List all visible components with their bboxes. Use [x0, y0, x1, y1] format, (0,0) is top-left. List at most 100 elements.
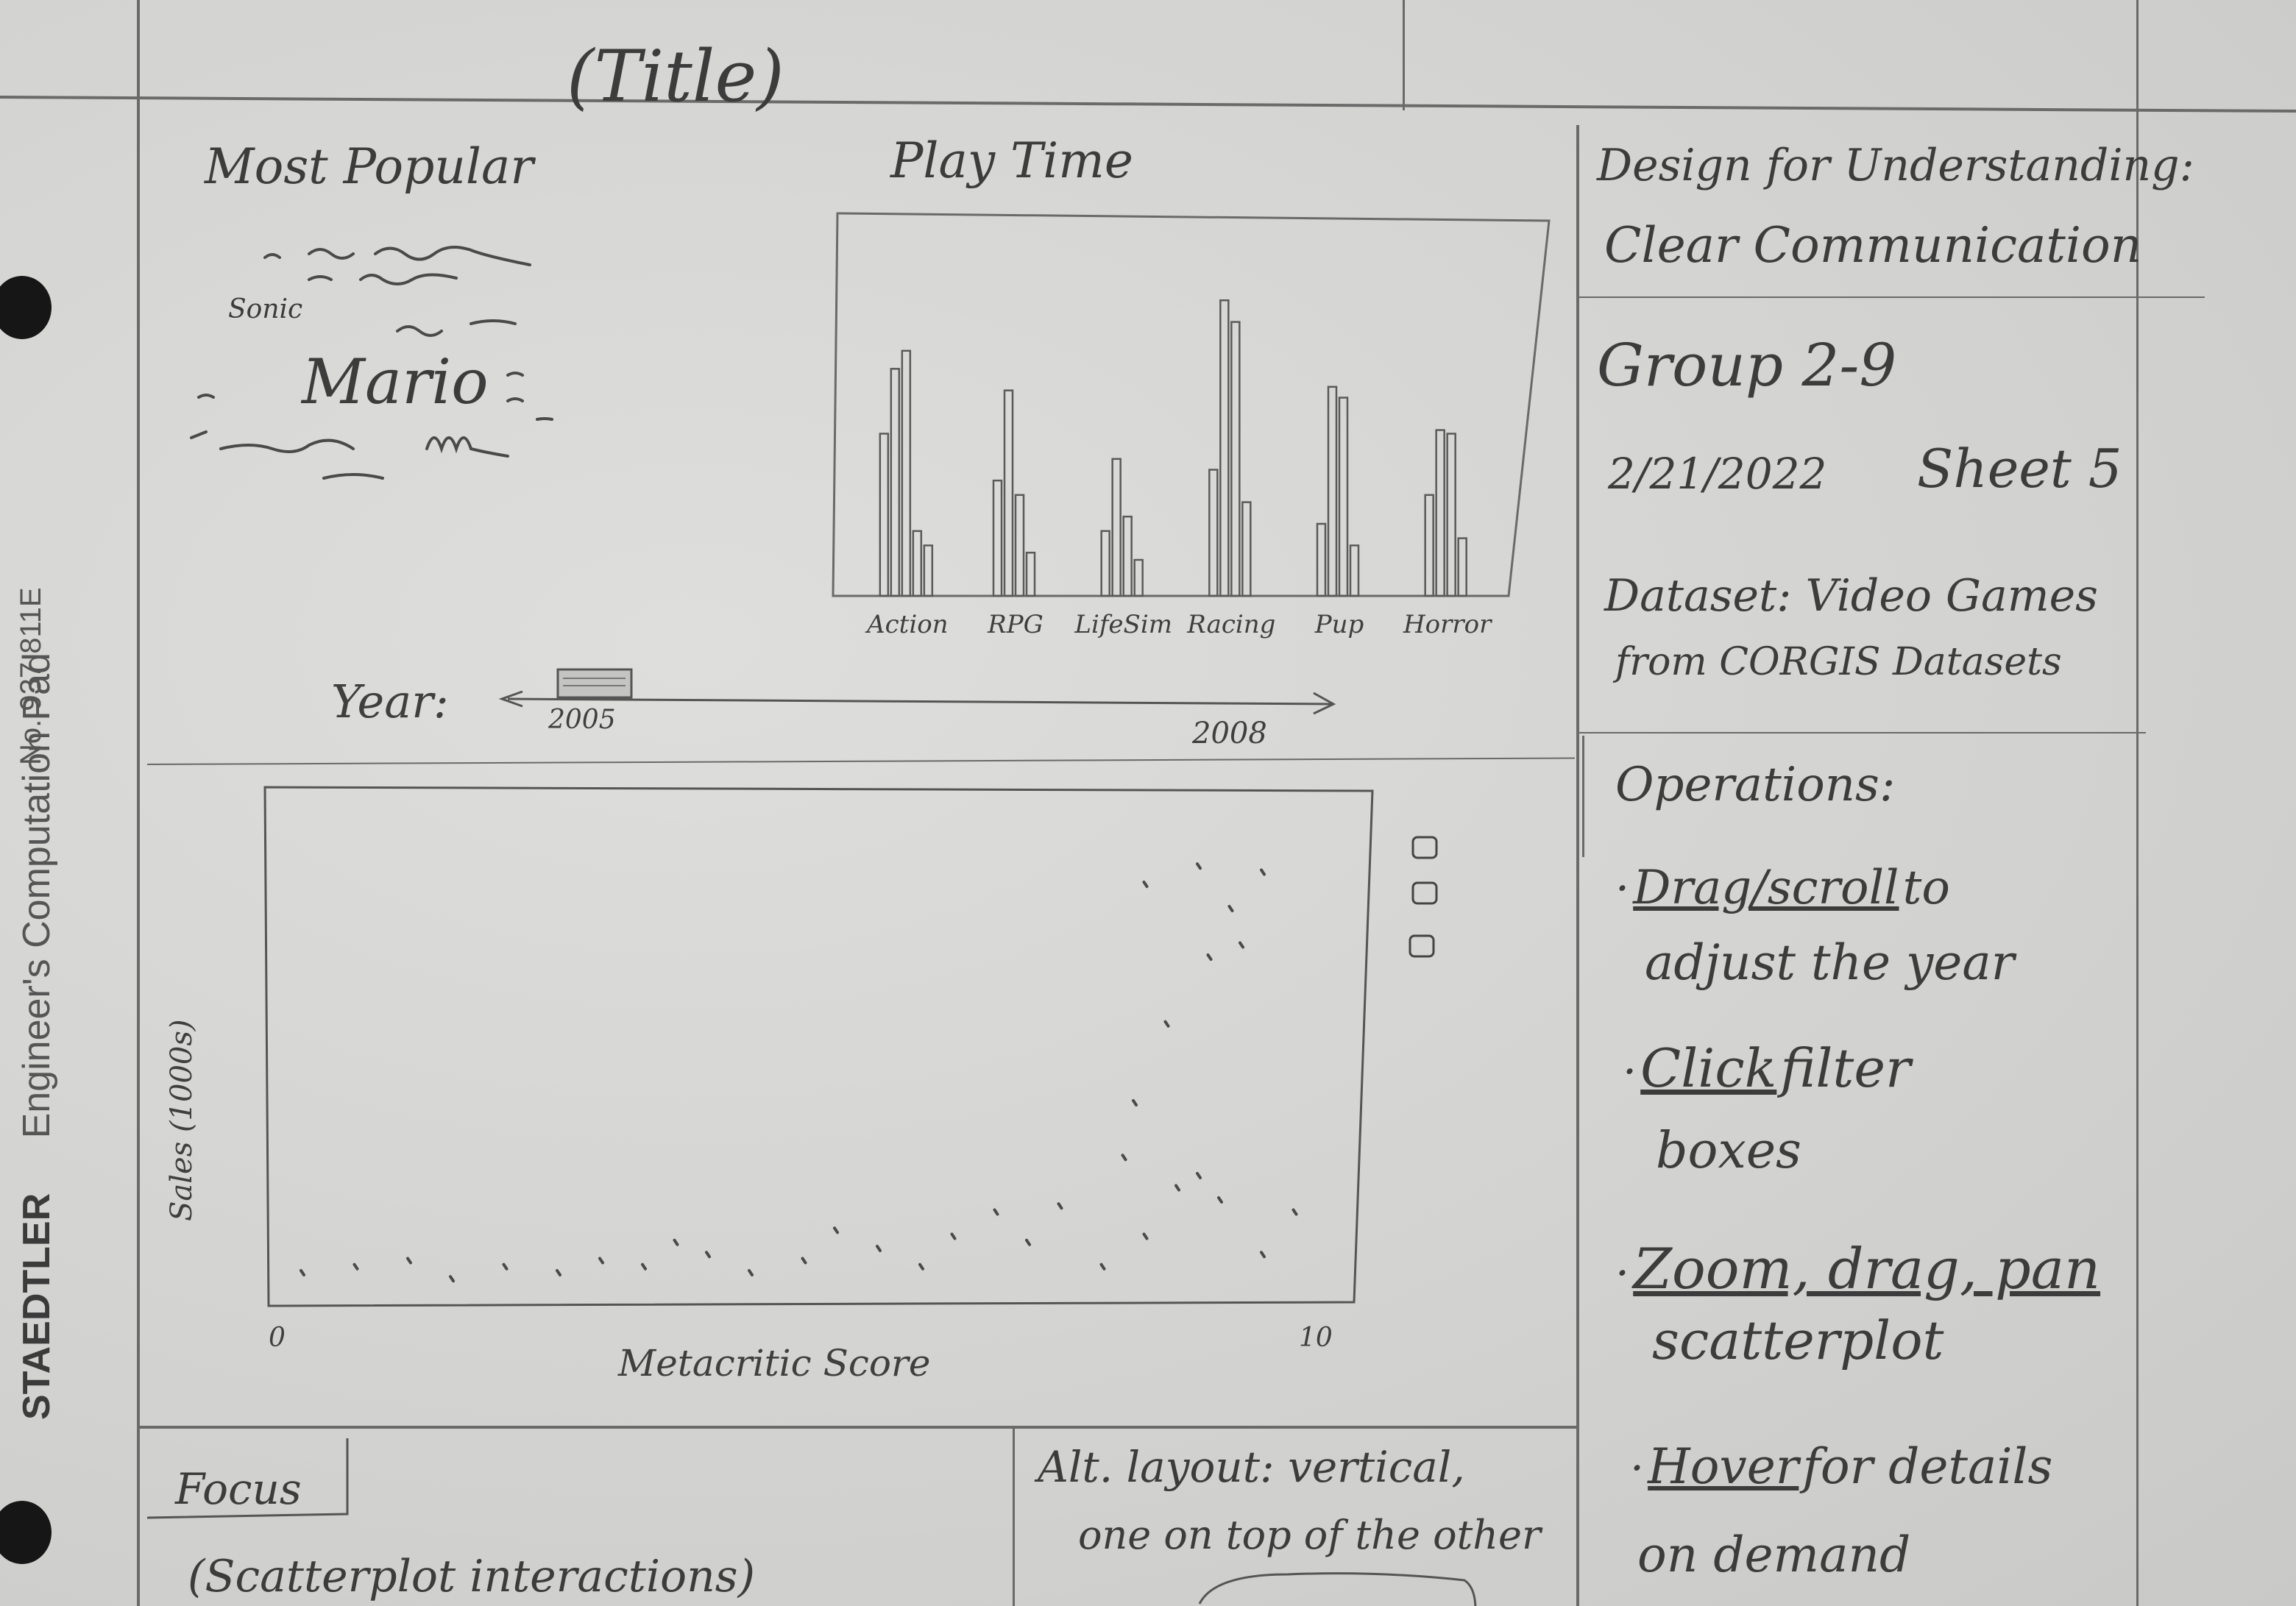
scatter-point[interactable] — [1142, 1232, 1149, 1240]
scatter-point[interactable] — [352, 1262, 359, 1271]
op-line2-1: adjust the year — [1645, 934, 2015, 991]
playtime-bar-action-1[interactable] — [879, 433, 890, 597]
scatter-point[interactable] — [1025, 1238, 1031, 1246]
scatter-point[interactable] — [950, 1232, 957, 1240]
scatter-point[interactable] — [1239, 941, 1244, 949]
year-track — [507, 697, 1333, 706]
scatter-point[interactable] — [641, 1262, 647, 1271]
playtime-bar-racing-1[interactable] — [1208, 469, 1219, 597]
playtime-bar-pup-1[interactable] — [1316, 522, 1327, 597]
alt-layout-note-1: Alt. layout: vertical, — [1038, 1442, 1465, 1492]
playtime-bar-pup-2[interactable] — [1327, 385, 1338, 597]
playtime-category-horror: Horror — [1403, 610, 1492, 639]
year-slider[interactable]: Year: 2005 2008 — [324, 647, 1354, 750]
sidebar-heading-1: Design for Understanding: — [1597, 140, 2194, 191]
scatter-point[interactable] — [1217, 1196, 1223, 1204]
playtime-bar-action-3[interactable] — [901, 349, 912, 597]
scatter-point[interactable] — [1121, 1154, 1127, 1162]
playtime-category-pup: Pup — [1314, 610, 1364, 639]
scatter-point[interactable] — [1163, 1020, 1170, 1028]
filter-box-3[interactable] — [1409, 934, 1435, 958]
playtime-bar-lifesim-3[interactable] — [1122, 515, 1133, 597]
scatter-point[interactable] — [918, 1262, 924, 1271]
scatter-point[interactable] — [598, 1257, 604, 1265]
scatter-y-label: Sales (1000s) — [165, 1020, 199, 1222]
playtime-bar-action-5[interactable] — [923, 544, 934, 597]
scatter-point[interactable] — [673, 1238, 679, 1246]
playtime-bar-horror-1[interactable] — [1424, 494, 1434, 597]
scatter-point[interactable] — [556, 1269, 561, 1276]
year-end: 2008 — [1191, 717, 1267, 750]
alt-layout-sketch — [1198, 1572, 1477, 1606]
scatter-point[interactable] — [1260, 868, 1266, 876]
playtime-bar-rpg-4[interactable] — [1025, 551, 1036, 597]
scatter-point[interactable] — [1196, 862, 1202, 870]
scatter-point[interactable] — [1227, 905, 1234, 912]
filter-box-1[interactable] — [1411, 836, 1438, 859]
popular-heading: Most Popular — [205, 138, 534, 195]
dataset-line-1: Dataset: Video Games — [1604, 570, 2098, 622]
playtime-heading: Play Time — [890, 132, 1133, 189]
playtime-bar-horror-4[interactable] — [1457, 537, 1467, 597]
scatter-point[interactable] — [1057, 1202, 1063, 1210]
op-item-4: · Hover for details — [1630, 1438, 2052, 1495]
playtime-bar-pup-4[interactable] — [1349, 544, 1360, 597]
scatter-point[interactable] — [406, 1257, 412, 1265]
scatter-x-min: 0 — [269, 1323, 286, 1353]
focus-note: (Scatterplot interactions) — [188, 1551, 755, 1602]
playtime-bar-racing-4[interactable] — [1241, 501, 1252, 597]
op-rest-4: for details — [1802, 1438, 2053, 1495]
binder-hole-top — [0, 276, 52, 339]
scatter-point[interactable] — [1206, 953, 1213, 961]
scatter-point[interactable] — [993, 1208, 999, 1216]
playtime-bar-action-2[interactable] — [890, 368, 901, 597]
year-start: 2005 — [548, 705, 616, 735]
playtime-bar-pup-3[interactable] — [1338, 397, 1349, 597]
playtime-bar-lifesim-1[interactable] — [1100, 530, 1110, 597]
dataset-line-2: from CORGIS Datasets — [1615, 640, 2062, 684]
scatter-point[interactable] — [502, 1262, 509, 1271]
op-action-4: Hover — [1648, 1438, 1799, 1495]
filter-box-2[interactable] — [1411, 881, 1438, 905]
scatter-point[interactable] — [705, 1251, 711, 1259]
catalog-number: No. 937 811E — [15, 587, 47, 765]
op-bullet-2: · — [1623, 1046, 1637, 1098]
scatter-x-label: Metacritic Score — [617, 1342, 930, 1385]
scatter-point[interactable] — [801, 1257, 807, 1265]
scatter-point[interactable] — [1099, 1262, 1106, 1271]
playtime-bar-rpg-1[interactable] — [992, 479, 1003, 597]
scatter-point[interactable] — [1132, 1099, 1138, 1106]
focus-box — [147, 1438, 349, 1519]
playtime-bar-rpg-2[interactable] — [1003, 389, 1014, 597]
playtime-bar-lifesim-4[interactable] — [1133, 558, 1144, 597]
op-line2-3: scatterplot — [1652, 1310, 1944, 1371]
op-item-2: · Click filter — [1623, 1037, 1910, 1099]
playtime-bar-lifesim-2[interactable] — [1111, 458, 1122, 597]
header-tick-2 — [2136, 0, 2139, 110]
playtime-bar-action-4[interactable] — [912, 530, 923, 597]
scatter-point[interactable] — [1142, 881, 1149, 888]
scatter-point[interactable] — [1174, 1184, 1180, 1192]
focus-label: Focus — [175, 1464, 302, 1514]
sales-scatterplot[interactable]: Sales (1000s) 0 10 Metacritic Score — [162, 765, 1560, 1413]
year-slider-handle[interactable] — [556, 668, 633, 699]
playtime-bar-racing-2[interactable] — [1219, 299, 1230, 597]
scatter-point[interactable] — [1196, 1172, 1202, 1179]
scatter-point[interactable] — [1292, 1208, 1298, 1216]
playtime-bar-horror-3[interactable] — [1446, 433, 1456, 597]
scatter-point[interactable] — [449, 1275, 455, 1283]
year-arrow-left-icon[interactable] — [498, 690, 523, 708]
scatter-point[interactable] — [1260, 1251, 1266, 1259]
playtime-bar-rpg-3[interactable] — [1014, 494, 1025, 597]
scatter-point[interactable] — [748, 1269, 754, 1276]
playtime-bar-horror-2[interactable] — [1435, 429, 1445, 597]
playtime-bar-racing-3[interactable] — [1230, 321, 1241, 597]
year-label: Year: — [331, 675, 449, 728]
scatter-point[interactable] — [833, 1226, 839, 1234]
op-item-1: · Drag/scroll to — [1615, 861, 1950, 915]
operations-heading: Operations: — [1615, 758, 1896, 812]
scatter-point[interactable] — [876, 1245, 882, 1252]
year-arrow-right-icon[interactable] — [1313, 692, 1336, 715]
scatter-point[interactable] — [300, 1269, 305, 1276]
